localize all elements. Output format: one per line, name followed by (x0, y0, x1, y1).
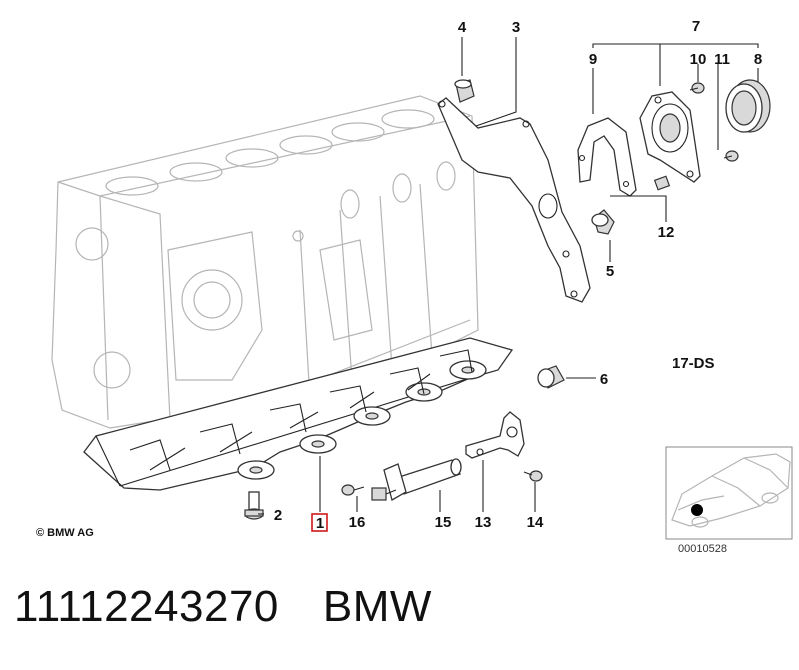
engine-location-marker (691, 504, 703, 516)
callout-6: 6 (600, 371, 608, 388)
plug-part-6[interactable] (537, 365, 565, 389)
highlight-box-part-1 (311, 513, 328, 532)
bolt-part-14[interactable] (523, 470, 543, 482)
brand-name: BMW (322, 582, 432, 631)
part-caption: 11112243270 BMW (14, 582, 476, 632)
shaft-seal-part-8[interactable] (725, 79, 771, 133)
bracket-part-13[interactable] (465, 411, 525, 459)
callout-16: 16 (349, 514, 366, 531)
dowel-part-12[interactable] (653, 175, 671, 191)
callout-labels: 4 3 7 9 10 11 8 12 5 6 2 1 16 15 13 14 (274, 18, 762, 532)
gasket-part-3[interactable] (437, 97, 591, 303)
plug-part-5[interactable] (591, 209, 615, 235)
copyright-notice: © BMW AG (36, 527, 94, 539)
bolt-part-16[interactable] (341, 484, 365, 496)
engine-block-outline (51, 95, 479, 437)
sensor-part-15[interactable] (371, 458, 462, 501)
seal-carrier-part-7[interactable] (639, 91, 701, 183)
bolt-part-2[interactable] (244, 491, 264, 520)
diagram-code: 17-DS (672, 355, 715, 372)
callout-8: 8 (754, 51, 762, 68)
callout-11: 11 (714, 51, 730, 68)
plug-part-4[interactable] (454, 79, 475, 103)
bearing-ladder-frame[interactable] (83, 337, 514, 491)
callout-7: 7 (692, 18, 700, 35)
gasket-part-9[interactable] (577, 117, 637, 197)
callout-15: 15 (435, 514, 452, 531)
bolt-part-11[interactable] (723, 150, 739, 162)
callout-2: 2 (274, 507, 282, 524)
callout-13: 13 (475, 514, 492, 531)
callout-14: 14 (527, 514, 544, 531)
vehicle-inset: 00010528 (665, 446, 793, 555)
bolt-part-10[interactable] (689, 82, 705, 94)
callout-1[interactable]: 1 (316, 515, 324, 532)
callout-9: 9 (589, 51, 597, 68)
callout-12: 12 (658, 224, 675, 241)
callout-10: 10 (690, 51, 707, 68)
leader-lines (258, 37, 759, 515)
inset-code: 00010528 (678, 543, 727, 555)
callout-5: 5 (606, 263, 614, 280)
part-number: 11112243270 (14, 582, 279, 631)
callout-4: 4 (458, 19, 467, 36)
ladder-webs (129, 349, 473, 471)
callout-3: 3 (512, 19, 520, 36)
